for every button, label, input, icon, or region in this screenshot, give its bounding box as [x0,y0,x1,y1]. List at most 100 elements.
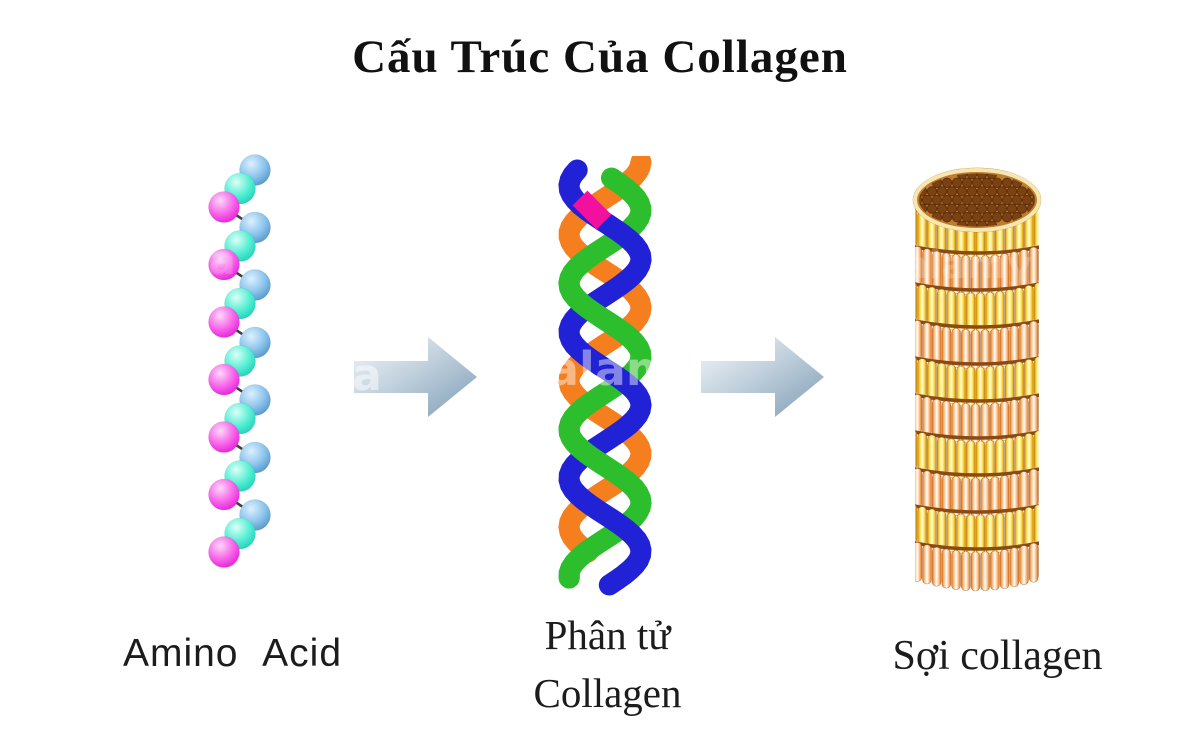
fibril-capsule [970,403,981,444]
fibril-end-dot [961,212,973,223]
fibril-capsule [915,207,918,248]
fibril-end-dot [956,203,968,214]
fiber-top-cross-section [912,167,1042,233]
fibril-capsule [975,366,986,407]
fibril-capsule [1028,542,1039,583]
fibril-end-dot [971,212,983,223]
fibril-end-dot [926,186,938,197]
fibril-capsule [1038,318,1039,359]
fibril-end-dot [1016,186,1028,197]
fibril-capsule [975,292,986,333]
fibril-capsule [1024,507,1034,547]
fibril-capsule [970,477,981,518]
fibril-capsule [1033,356,1039,397]
fibril-capsule [931,472,942,513]
fibril-capsule [965,292,976,333]
fibril-capsule [1028,394,1039,435]
fibril-capsule [985,366,995,406]
fibril-capsule [1028,468,1039,509]
fibril-capsule [999,475,1010,516]
fibril-capsule [1004,511,1015,552]
arrow-right-icon [701,337,824,417]
fibril-capsule [999,253,1010,293]
label-collagen-molecule-line1: Phân tử [544,612,671,658]
fibril-end-dot [961,177,973,188]
fibril-capsule [922,396,932,437]
fibril-capsule [915,429,918,470]
fibril-end-dot [991,194,1003,206]
fibril-capsule [990,550,1000,591]
fibril-capsule [980,255,990,296]
fibril-capsule [1014,509,1024,550]
fibril-capsule [990,254,1000,295]
fibril-capsule [922,322,932,363]
fibril-capsule [995,291,1005,331]
fibril-capsule [1014,287,1024,328]
fibril-capsule [915,355,918,396]
fibril-end-dot [976,186,988,197]
helix-accent-segment [572,190,612,230]
fibril-capsule [990,328,1000,369]
helix-strand-blue [558,159,652,596]
fibril-capsule [951,254,961,294]
amino-acid-bead-magenta [208,248,240,281]
fibril-capsule [927,360,937,401]
fibril-capsule [941,252,952,293]
fibril-end-dot [1006,203,1018,214]
fibril-end-dot [1001,212,1013,223]
fibril-capsule [1009,473,1020,514]
fibril-end-dot [946,186,958,197]
fibril-capsule [1028,246,1039,287]
fibril-capsule [970,329,981,370]
fibril-end-dot [981,212,993,223]
fibril-capsule [1014,361,1024,402]
arrow-right-shape [354,337,477,417]
fibril-capsule [946,438,956,479]
label-collagen-molecule-line2: Collagen [533,670,682,716]
fibril-end-dot [976,220,988,227]
collagen-fiber-graphic [912,167,1042,592]
fibril-capsule [941,400,952,441]
fibril-capsule [1009,399,1020,440]
fibril-capsule [956,439,966,480]
fibril-capsule [941,326,952,367]
fibril-capsule [922,248,932,289]
fibril-capsule [956,291,966,332]
fibril-end-dot [986,203,998,214]
fibril-end-dot [971,177,983,188]
amino-acid-bead-magenta [208,478,240,511]
fibril-capsule [1033,504,1039,545]
fibril-capsule [975,514,986,555]
fibril-capsule [922,544,932,585]
fibril-capsule [927,508,937,549]
fibril-end-dot [966,186,978,197]
fibril-capsule [1019,397,1029,437]
fibril-capsule [975,440,986,481]
fibril-capsule [915,468,922,508]
fibril-capsule [1004,363,1015,404]
fibril-end-dot [919,194,923,206]
fibril-capsule [1033,282,1039,323]
fibril-end-dot [921,194,933,206]
fibril-capsule [946,512,956,553]
fiber-body [915,207,1039,592]
fibril-end-dot [941,212,953,223]
fibril-end-dot [966,173,978,180]
fibril-capsule [1004,437,1015,478]
fibril-capsule [915,281,918,322]
fibril-end-dot [971,194,983,206]
fibril-capsule [941,548,952,589]
fibril-capsule [931,324,942,365]
fibril-capsule [936,510,947,551]
arrow-right-icon [354,337,477,417]
fibril-capsule [960,551,971,591]
fibril-capsule [915,320,922,360]
fibril-capsule [936,288,947,329]
fibril-end-dot [1001,194,1013,206]
fibril-capsule [990,402,1000,443]
fibril-capsule [960,255,971,295]
fibril-end-dot [996,203,1008,214]
fibril-capsule [965,366,976,407]
fibril-capsule [960,403,971,443]
